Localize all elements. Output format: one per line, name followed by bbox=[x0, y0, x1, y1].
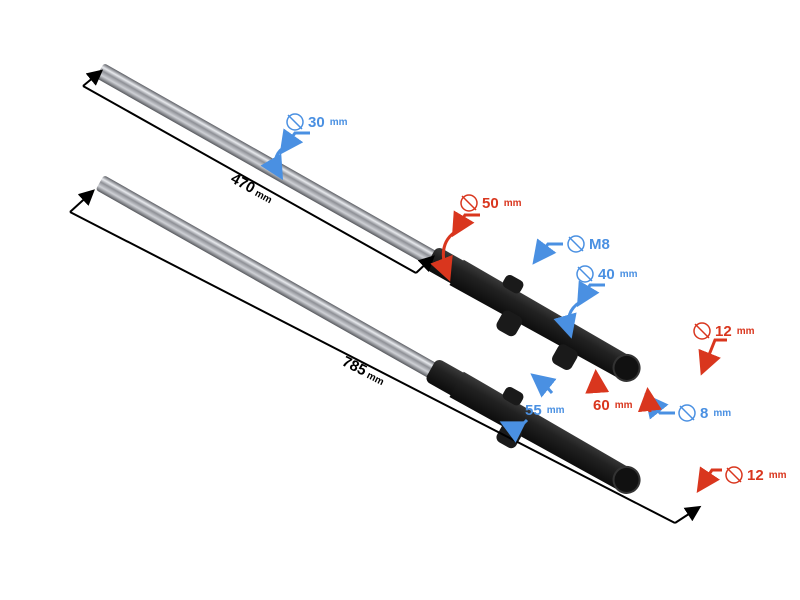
diameter-icon bbox=[576, 265, 594, 283]
lower-fork-leg bbox=[96, 176, 641, 494]
diameter-icon bbox=[725, 466, 743, 484]
diameter-icon bbox=[678, 404, 696, 422]
diameter-icon bbox=[286, 113, 304, 131]
diameter-icon bbox=[460, 194, 478, 212]
upper-length-dimension-line bbox=[82, 85, 417, 274]
mount-bolt-thread-label: M8 bbox=[566, 234, 610, 254]
lower-length-dimension-line bbox=[69, 211, 676, 524]
diameter-icon bbox=[567, 235, 585, 253]
diameter-icon bbox=[693, 322, 711, 340]
